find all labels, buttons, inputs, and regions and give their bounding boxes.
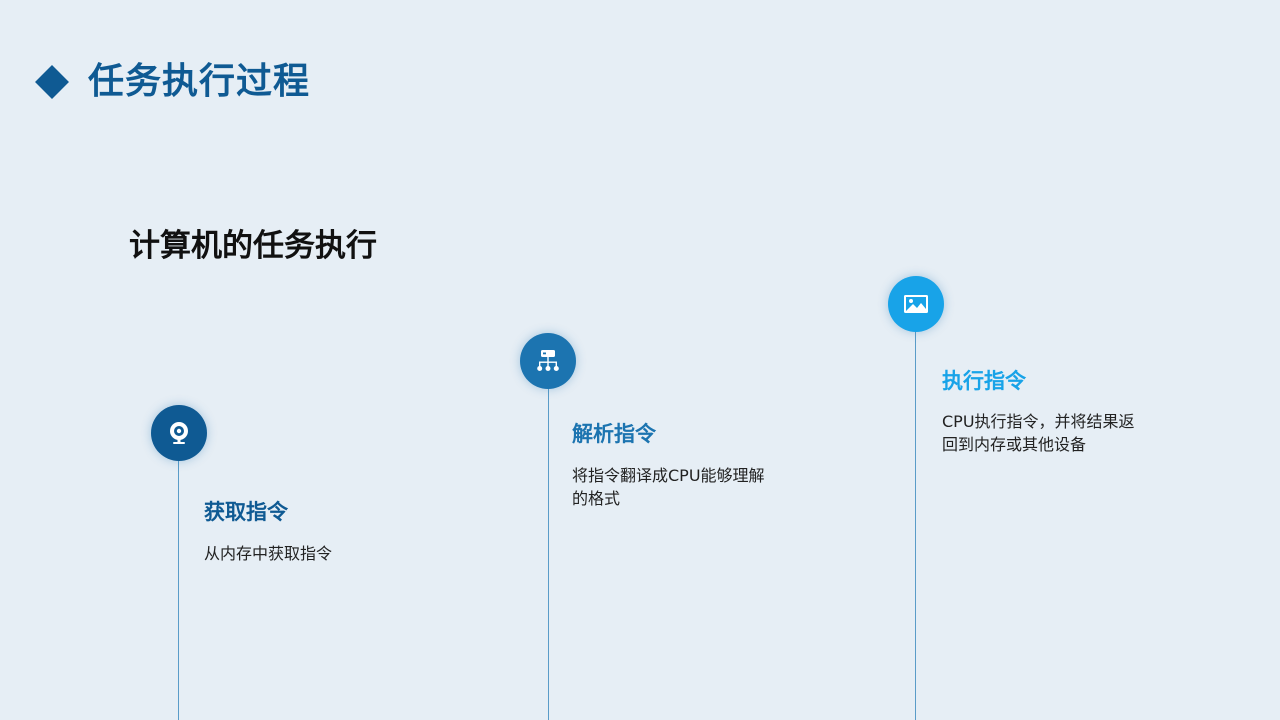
header: 任务执行过程 — [35, 58, 311, 106]
page-title: 任务执行过程 — [88, 61, 311, 102]
step-icon-badge — [151, 405, 207, 461]
step-description: 将指令翻译成CPU能够理解的格式 — [572, 466, 765, 508]
step-title: 执行指令 — [942, 369, 1026, 393]
diamond-bullet-icon — [35, 65, 69, 99]
step-description: 从内存中获取指令 — [204, 544, 333, 563]
step-icon-badge — [520, 333, 576, 389]
step-description: CPU执行指令，并将结果返回到内存或其他设备 — [942, 412, 1135, 454]
step-title: 获取指令 — [204, 500, 288, 524]
timeline-line — [178, 433, 179, 720]
timeline-line — [915, 304, 916, 720]
timeline-line — [548, 361, 549, 720]
step-title: 解析指令 — [572, 422, 656, 446]
hierarchy-icon — [537, 350, 559, 371]
section-title: 计算机的任务执行 — [129, 228, 377, 264]
step-icon-badge — [888, 276, 944, 332]
image-icon — [904, 295, 928, 313]
webcam-icon — [170, 422, 188, 444]
